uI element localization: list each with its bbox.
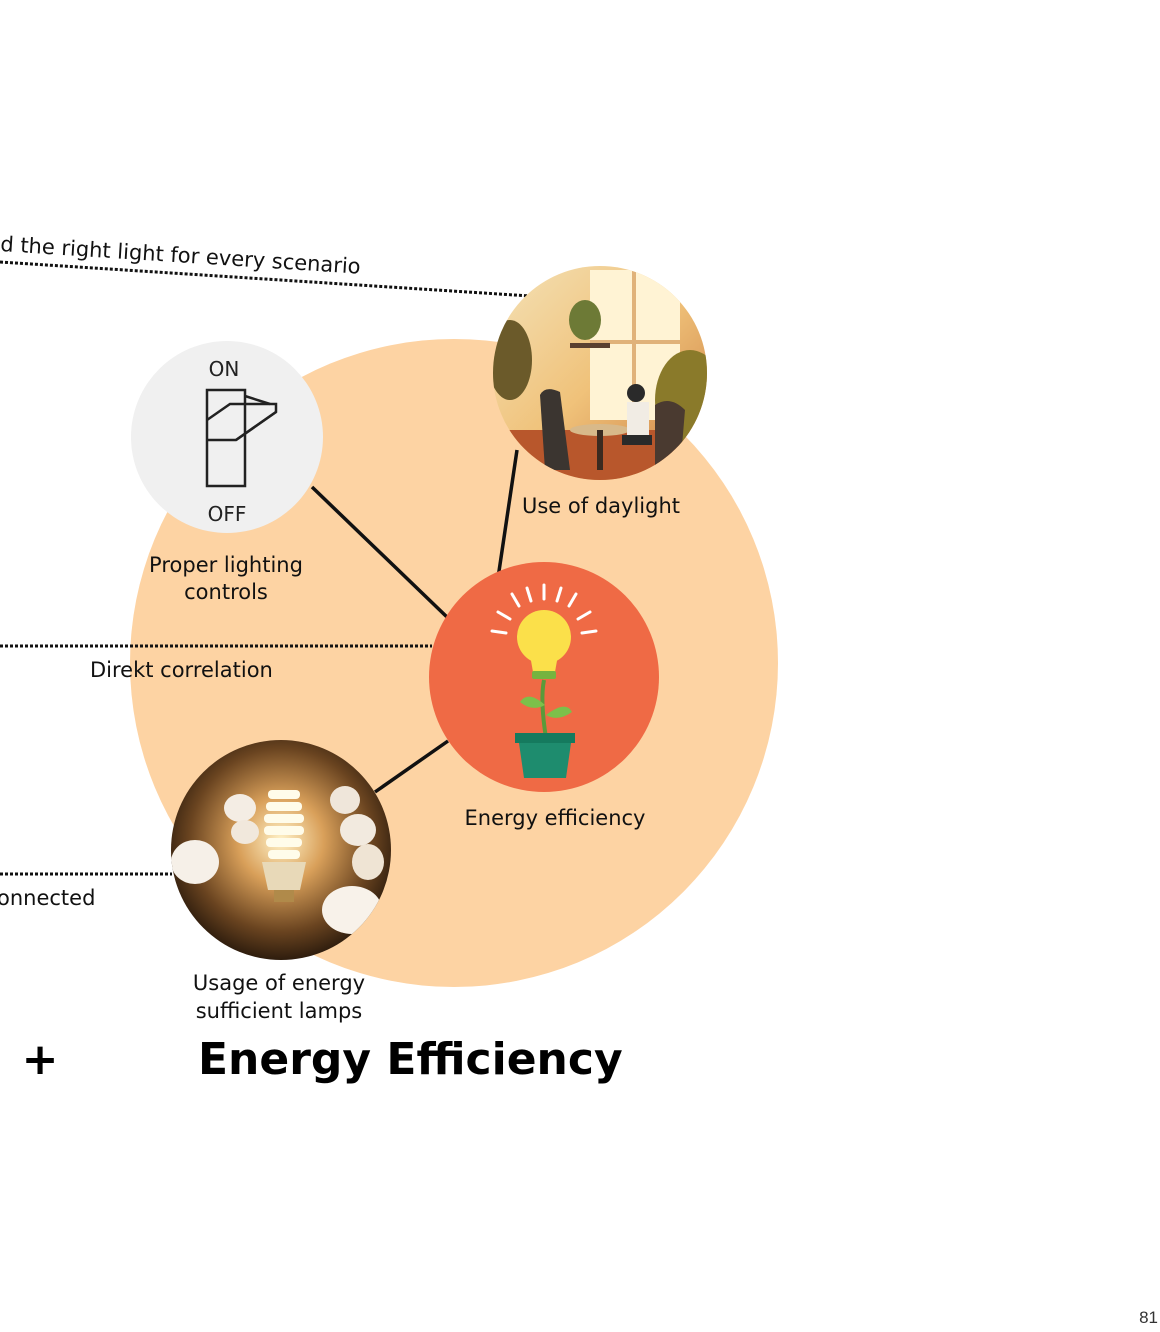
controls-label-line2: controls <box>184 580 268 604</box>
lamps-node: Usage of energy sufficient lamps <box>171 740 391 1023</box>
lamps-connector <box>373 739 450 794</box>
daylight-connector <box>496 449 519 579</box>
top-connector-label: d the right light for every scenario <box>0 232 361 279</box>
controls-label-line1: Proper lighting <box>149 553 303 577</box>
page-number: 81 <box>1139 1308 1158 1327</box>
center-node: Energy efficiency <box>429 562 659 830</box>
lamps-label-line2: sufficient lamps <box>196 999 363 1023</box>
cfl-bulb-icon <box>262 790 306 902</box>
lamps-label-line1: Usage of energy <box>193 971 365 995</box>
controls-node: ON OFF Proper lighting controls <box>131 341 323 604</box>
top-dashed-line <box>0 260 531 298</box>
daylight-label: Use of daylight <box>522 494 680 518</box>
controls-connector <box>310 485 450 620</box>
switch-on-text: ON <box>209 357 240 381</box>
section-title: Energy Efficiency <box>198 1034 623 1085</box>
switch-off-text: OFF <box>208 502 247 526</box>
bottom-connector-label: onnected <box>0 886 95 910</box>
middle-connector-label: Direkt correlation <box>90 658 273 682</box>
switch-circle <box>131 341 323 533</box>
lamps-photo <box>171 740 391 960</box>
center-label: Energy efficiency <box>464 806 645 830</box>
plus-sign: + <box>22 1034 59 1085</box>
light-switch-icon <box>205 388 278 488</box>
lightbulb-plant-icon <box>490 583 598 778</box>
